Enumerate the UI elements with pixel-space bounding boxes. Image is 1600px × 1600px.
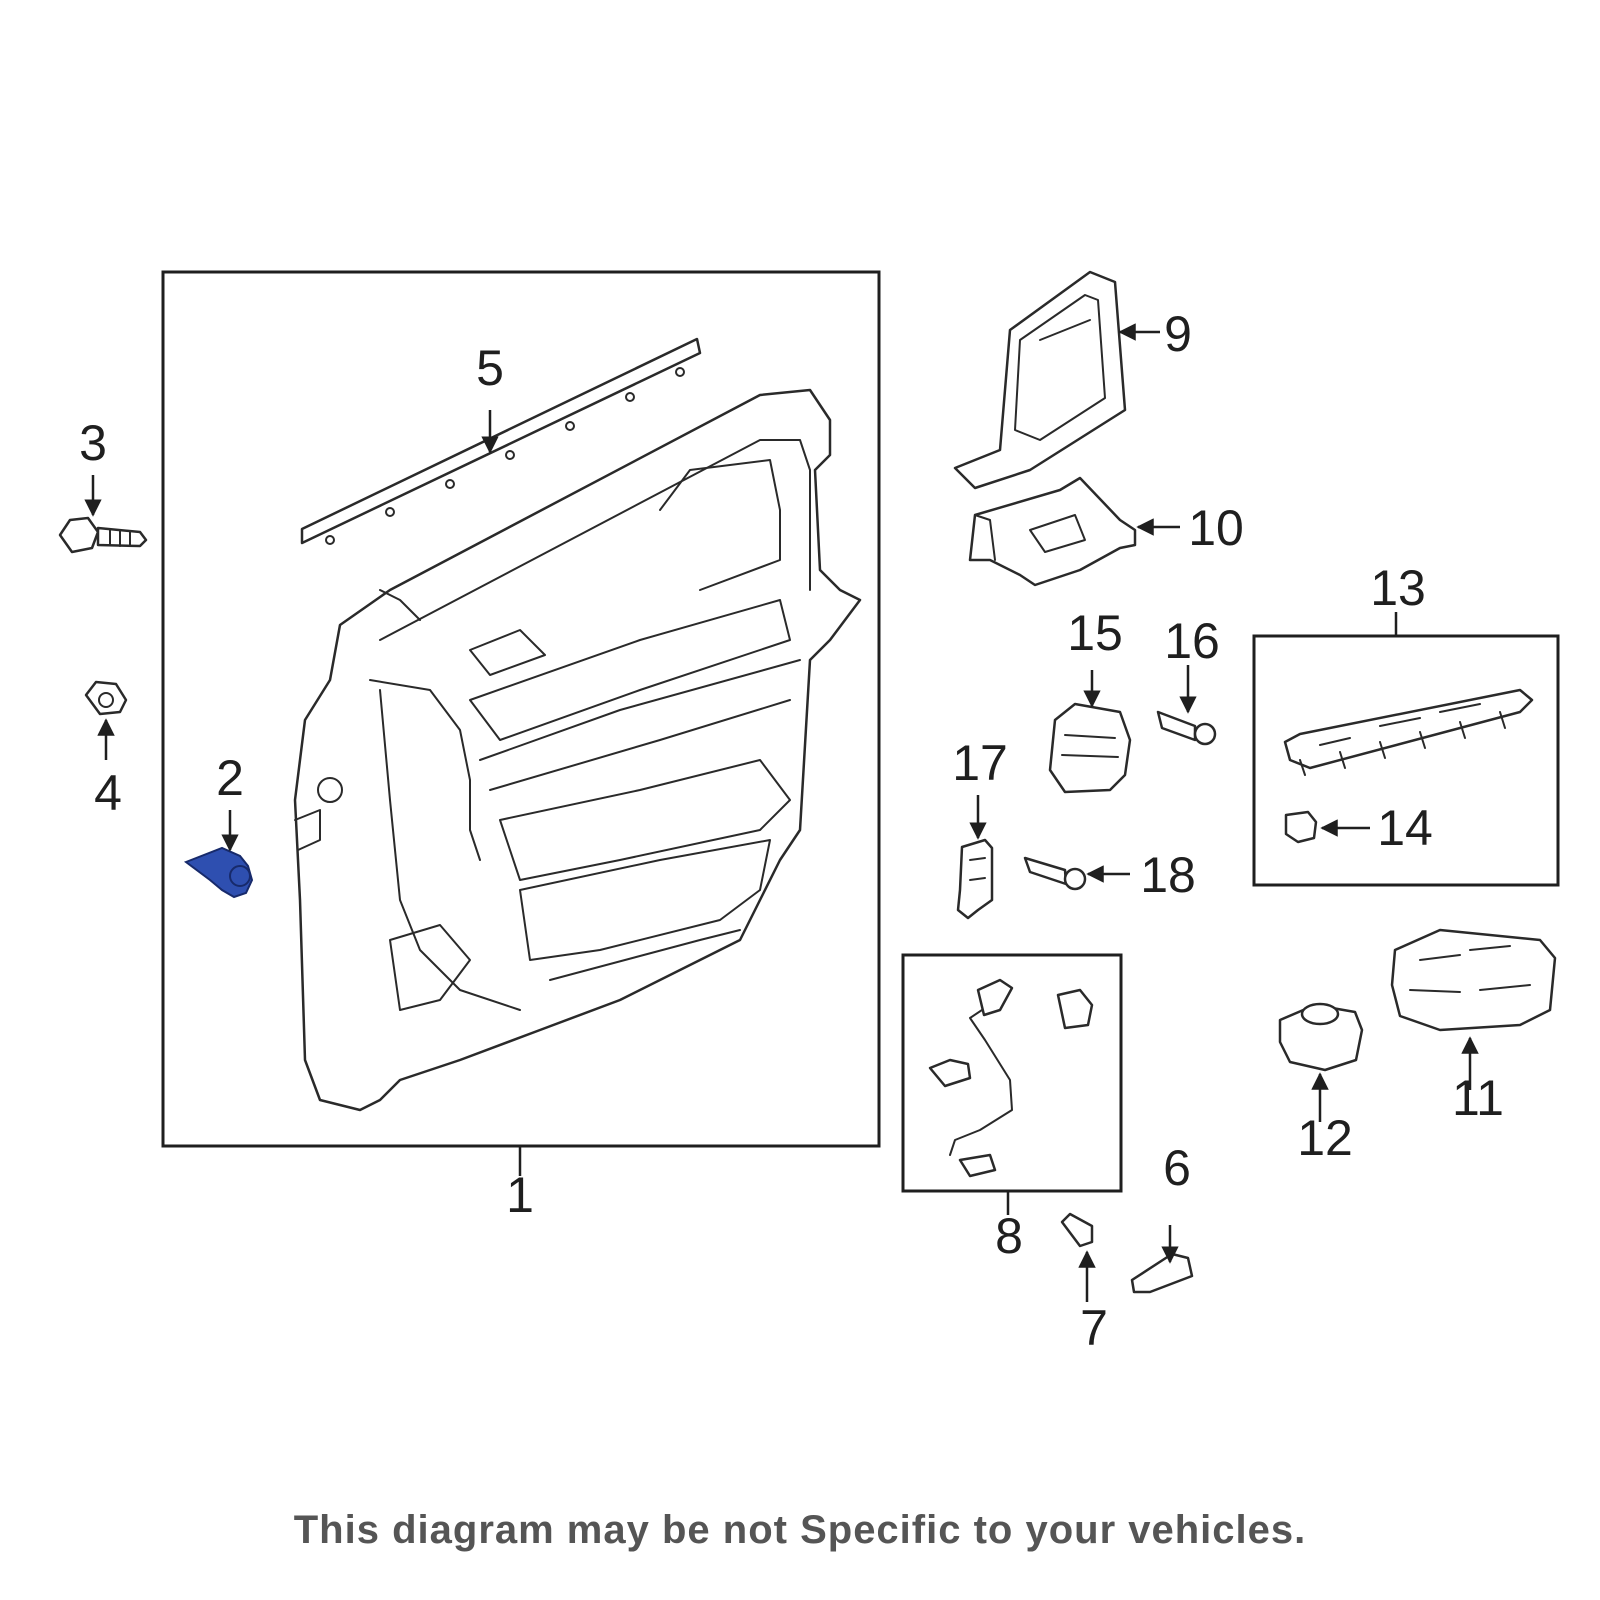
courtesy-lamp-6[interactable] xyxy=(1130,1252,1194,1294)
wire-harness-8[interactable] xyxy=(928,978,1094,1178)
callout-3: 3 xyxy=(79,415,107,471)
callout-15: 15 xyxy=(1067,605,1123,661)
callout-17: 17 xyxy=(952,735,1008,791)
callout-2: 2 xyxy=(216,750,244,806)
harness-group-box xyxy=(901,953,1123,1193)
callout-11: 11 xyxy=(1452,1070,1504,1126)
callout-9: 9 xyxy=(1164,306,1192,362)
callout-13: 13 xyxy=(1370,560,1426,616)
flange-bolt[interactable] xyxy=(58,516,148,554)
switch-15[interactable] xyxy=(1048,702,1132,794)
pocket-liner[interactable] xyxy=(953,270,1127,490)
callout-labels: 1 2 3 4 5 6 7 8 9 10 11 12 13 14 15 16 1… xyxy=(79,306,1504,1356)
switch-14[interactable] xyxy=(1284,810,1318,844)
bulb-7[interactable] xyxy=(1060,1212,1094,1248)
callout-1: 1 xyxy=(506,1167,534,1223)
trim-clip-highlighted[interactable] xyxy=(183,846,254,899)
switch-bracket[interactable] xyxy=(968,476,1137,587)
callout-8: 8 xyxy=(995,1208,1023,1264)
switch-panel-group-box xyxy=(1252,634,1560,887)
callout-14: 14 xyxy=(1377,800,1433,856)
callout-4: 4 xyxy=(94,765,122,821)
callout-7: 7 xyxy=(1080,1300,1108,1356)
screw-18[interactable] xyxy=(1023,856,1087,891)
callout-16: 16 xyxy=(1164,613,1220,669)
window-switch-11[interactable] xyxy=(1390,928,1557,1032)
switch-12[interactable] xyxy=(1278,1002,1364,1072)
callout-5: 5 xyxy=(476,340,504,396)
screw-16[interactable] xyxy=(1156,710,1217,746)
callout-18: 18 xyxy=(1140,847,1196,903)
light-socket-17[interactable] xyxy=(956,838,994,920)
callout-12: 12 xyxy=(1297,1110,1353,1166)
callout-10: 10 xyxy=(1188,500,1244,556)
door-trim-panel[interactable] xyxy=(293,388,862,1112)
hex-nut[interactable] xyxy=(84,680,128,716)
belt-molding-strip[interactable] xyxy=(300,337,702,545)
master-switch-panel-13[interactable] xyxy=(1283,688,1534,776)
disclaimer-text: This diagram may be not Specific to your… xyxy=(293,1508,1307,1552)
leader-lines xyxy=(84,323,1479,1302)
callout-6: 6 xyxy=(1163,1140,1191,1196)
